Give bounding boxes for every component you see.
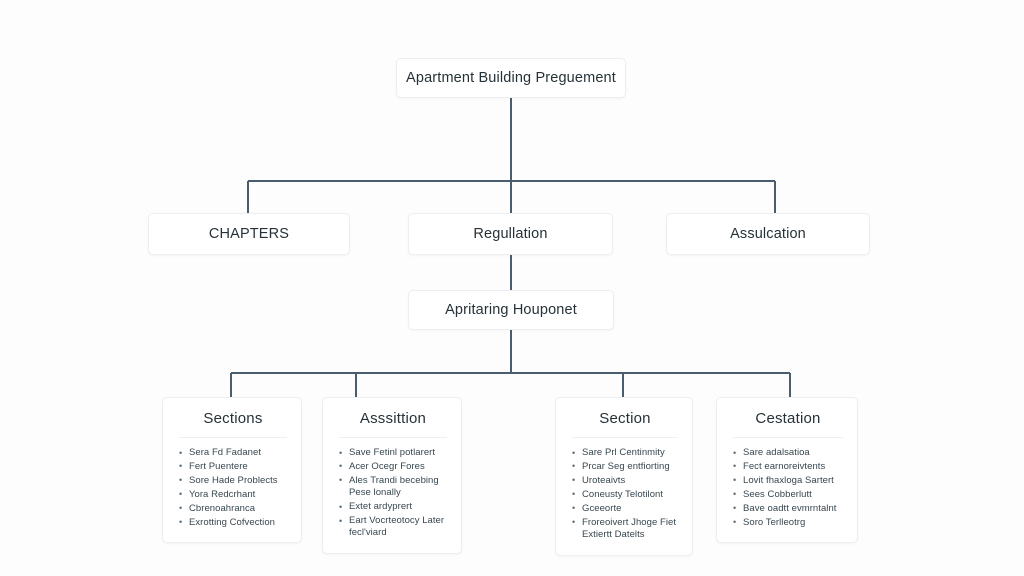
list-item: Ales Trandi becebing Pese lonally	[339, 474, 447, 500]
list-item: Uroteaivts	[572, 474, 678, 487]
list-item: Eart Vocrteotocy Later fecl'viard	[339, 515, 447, 540]
list-item: Coneusty Telotilont	[572, 488, 678, 501]
list-item: Sare Prl Centinmity	[572, 446, 678, 459]
card-cestation-title: Cestation	[733, 410, 843, 438]
list-item: Cbrenoahranca	[179, 502, 287, 515]
card-sections-list: Sera Fd FadanetFert PuentereSore Hade Pr…	[179, 446, 287, 530]
list-item: Fect earnoreivtents	[733, 460, 843, 473]
list-item: Sera Fd Fadanet	[179, 446, 287, 459]
card-cestation-list: Sare adalsatioaFect earnoreivtentsLovit …	[733, 446, 843, 530]
node-root[interactable]: Apartment Building Preguement	[396, 58, 626, 98]
card-section-title: Section	[572, 410, 678, 438]
card-sections-title: Sections	[179, 410, 287, 438]
list-item: Acer Ocegr Fores	[339, 460, 447, 473]
node-assulcation-label: Assulcation	[730, 226, 806, 242]
card-cestation[interactable]: Cestation Sare adalsatioaFect earnoreivt…	[716, 397, 858, 544]
node-root-label: Apartment Building Preguement	[406, 70, 616, 86]
list-item: Save Fetinl potlarert	[339, 446, 447, 459]
list-item: Soro Terlleotrg	[733, 516, 843, 529]
node-assulcation[interactable]: Assulcation	[666, 213, 870, 255]
node-apritaring-houponet[interactable]: Apritaring Houponet	[408, 290, 614, 330]
card-asssittion[interactable]: Asssittion Save Fetinl potlarertAcer Oce…	[322, 397, 462, 555]
card-asssittion-title: Asssittion	[339, 410, 447, 438]
list-item: Lovit fhaxloga Sartert	[733, 474, 843, 487]
list-item: Froreoivert Jhoge Fiet Extiertt Datelts	[572, 516, 678, 542]
list-item: Sare adalsatioa	[733, 446, 843, 459]
list-item: Exrotting Cofvection	[179, 516, 287, 529]
node-apritaring-houponet-label: Apritaring Houponet	[445, 302, 577, 318]
list-item: Sees Cobberlutt	[733, 488, 843, 501]
list-item: Gceeorte	[572, 502, 678, 515]
node-chapters-label: CHAPTERS	[208, 226, 290, 242]
list-item: Bave oadtt evmrntalnt	[733, 502, 843, 515]
card-section[interactable]: Section Sare Prl CentinmityPrcar Seg ent…	[555, 397, 693, 556]
list-item: Fert Puentere	[179, 460, 287, 473]
node-chapters[interactable]: CHAPTERS	[148, 213, 350, 255]
card-section-list: Sare Prl CentinmityPrcar Seg entfiorting…	[572, 446, 678, 543]
node-regulation-label: Regullation	[473, 226, 548, 242]
list-item: Sore Hade Problects	[179, 474, 287, 487]
list-item: Prcar Seg entfiorting	[572, 460, 678, 473]
list-item: Extet ardyprert	[339, 501, 447, 514]
card-sections[interactable]: Sections Sera Fd FadanetFert PuentereSor…	[162, 397, 302, 544]
node-regulation[interactable]: Regullation	[408, 213, 613, 255]
list-item: Yora Redcrhant	[179, 488, 287, 501]
card-asssittion-list: Save Fetinl potlarertAcer Ocegr ForesAle…	[339, 446, 447, 541]
